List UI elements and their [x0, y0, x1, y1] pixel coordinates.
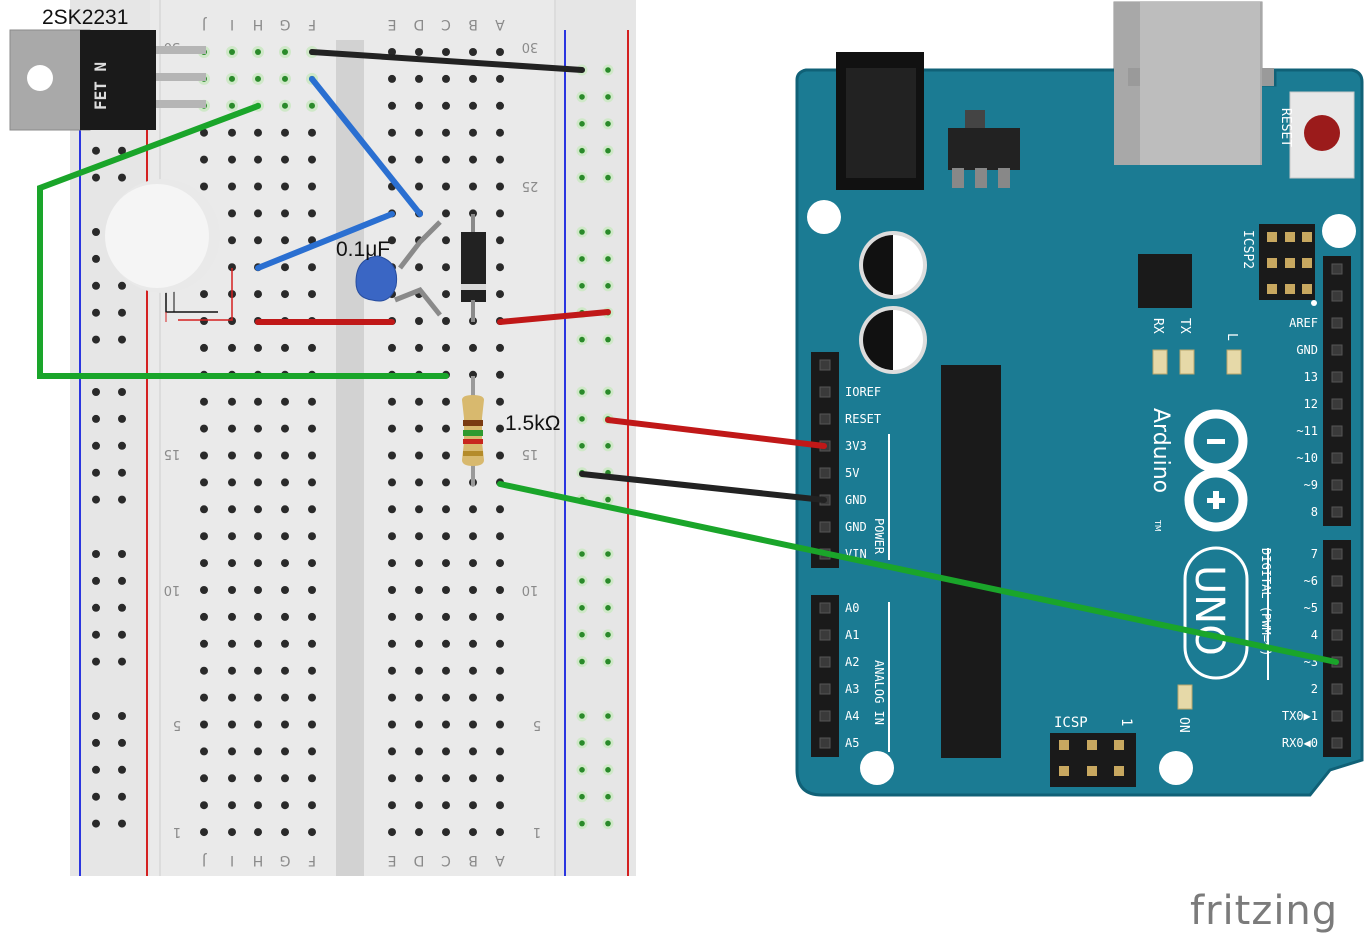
- analog-pin-label: A1: [845, 628, 859, 642]
- digital-pin-label: 2: [1311, 682, 1318, 696]
- column-letter: H: [253, 852, 264, 868]
- transistor-label: 2SK2231: [42, 6, 129, 29]
- piezo-buzzer: [105, 179, 233, 322]
- digital-pin-label: 8: [1311, 505, 1318, 519]
- led-label-l: L: [1224, 333, 1239, 341]
- wire-red-rail: [497, 309, 611, 325]
- uno-logo-text: UNO: [1186, 565, 1232, 656]
- row-number: 1: [533, 824, 541, 839]
- row-number: 25: [522, 178, 539, 193]
- column-letter: F: [308, 852, 316, 868]
- transistor-marking: FET N: [91, 62, 110, 110]
- digital-pin-label: AREF: [1289, 316, 1318, 330]
- led-label-rx: RX: [1150, 318, 1165, 334]
- resistor-label: 1.5kΩ: [505, 412, 561, 435]
- digital-pin-label: ~6: [1304, 574, 1318, 588]
- diode: [461, 214, 486, 322]
- wire-red-3v3: [605, 417, 827, 449]
- power-pin-label: 3V3: [845, 439, 867, 453]
- column-letter: E: [388, 16, 397, 32]
- digital-pin-label: TX0▶1: [1282, 709, 1318, 723]
- analog-pin-label: A5: [845, 736, 859, 750]
- digital-pin-label: GND: [1296, 343, 1318, 357]
- row-number: 5: [533, 717, 541, 732]
- row-number: 1: [173, 824, 181, 839]
- row-number: 5: [173, 717, 181, 732]
- transistor-2sk2231: FET N: [9, 29, 206, 131]
- wire-black-breadboard: [309, 49, 585, 73]
- row-number: 10: [164, 582, 181, 597]
- digital-pin-label: ~10: [1296, 451, 1318, 465]
- digital-pin-label: 4: [1311, 628, 1318, 642]
- column-letter: A: [495, 852, 505, 868]
- wire-black-gnd: [579, 471, 827, 503]
- row-number: 30: [522, 39, 539, 54]
- row-number: 15: [164, 446, 181, 461]
- analog-pin-label: A0: [845, 601, 859, 615]
- digital-pin-label: ~5: [1304, 601, 1318, 615]
- column-letter: H: [253, 16, 264, 32]
- arduino-tm: TM: [1153, 519, 1162, 532]
- digital-pin-label: ~9: [1304, 478, 1318, 492]
- power-pin-label: GND: [845, 520, 867, 534]
- wire-blue-1: [309, 76, 423, 217]
- capacitor-label: 0.1μF: [336, 238, 391, 261]
- column-letter: G: [280, 16, 291, 32]
- power-pin-label: RESET: [845, 412, 881, 426]
- wire-blue-2: [255, 211, 395, 271]
- power-pin-label: IOREF: [845, 385, 881, 399]
- led-label-tx: TX: [1177, 318, 1192, 334]
- resistor-1-5k: [462, 376, 484, 486]
- column-letter: C: [441, 852, 451, 868]
- column-letter: J: [202, 16, 207, 32]
- led-label-on: ON: [1176, 717, 1191, 733]
- analog-pin-label: A2: [845, 655, 859, 669]
- column-letter: I: [230, 852, 234, 868]
- wire-green-gate: [37, 103, 449, 379]
- ceramic-capacitor: [355, 220, 442, 317]
- column-letter: J: [202, 852, 207, 868]
- column-letter: B: [468, 16, 478, 32]
- digital-pin-label: 7: [1311, 547, 1318, 561]
- analog-pin-label: A3: [845, 682, 859, 696]
- icsp-pin1-label: 1: [1118, 718, 1134, 726]
- breadboard: [70, 0, 636, 876]
- power-section-label: POWER: [872, 518, 886, 555]
- column-letter: G: [280, 852, 291, 868]
- column-letter: I: [230, 16, 234, 32]
- column-letter: E: [388, 852, 397, 868]
- digital-pin-label: RX0◀0: [1282, 736, 1318, 750]
- power-pin-label: 5V: [845, 466, 859, 480]
- column-letter: D: [414, 852, 425, 868]
- column-letter: F: [308, 16, 316, 32]
- arduino-logo-text: Arduino: [1148, 408, 1173, 493]
- column-letter: B: [468, 852, 478, 868]
- reset-button-label: RESET: [1278, 108, 1293, 147]
- arduino-uno-board: [795, 1, 1364, 797]
- fritzing-watermark: fritzing: [1190, 888, 1339, 934]
- digital-pin-label: ~11: [1296, 424, 1318, 438]
- analog-pin-label: A4: [845, 709, 859, 723]
- row-number: 10: [522, 582, 539, 597]
- column-letter: C: [441, 16, 451, 32]
- column-letter: D: [414, 16, 425, 32]
- analog-section-label: ANALOG IN: [872, 660, 886, 725]
- digital-pin-label: 13: [1304, 370, 1318, 384]
- icsp-label: ICSP: [1054, 715, 1088, 731]
- digital-section-label: DIGITAL (PWM=~): [1259, 548, 1273, 656]
- icsp2-label: ICSP2: [1240, 230, 1255, 269]
- power-pin-label: GND: [845, 493, 867, 507]
- column-letter: A: [495, 16, 505, 32]
- digital-pin-label: 12: [1304, 397, 1318, 411]
- wire-green-d3: [497, 481, 1339, 665]
- row-number: 15: [522, 446, 539, 461]
